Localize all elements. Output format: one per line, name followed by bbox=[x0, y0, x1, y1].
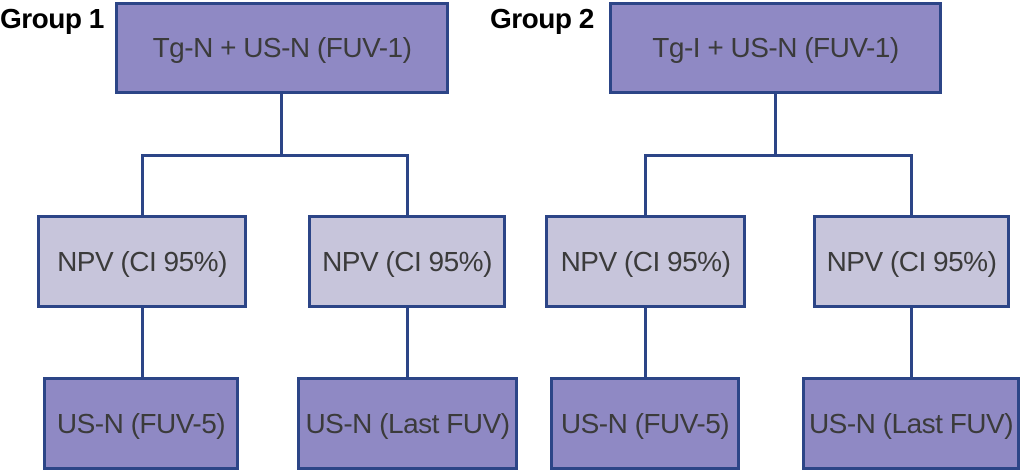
group-1-npv-right-box: NPV (CI 95%) bbox=[308, 215, 506, 308]
group-2-root-box: Tg-I + US-N (FUV-1) bbox=[609, 2, 942, 94]
group-2-root-stem-line bbox=[774, 94, 777, 155]
group-2-left-drop-line bbox=[644, 154, 647, 216]
group-1-right-leaf-line bbox=[406, 307, 409, 378]
group-1-left-drop-line bbox=[141, 154, 144, 216]
group-2-branch-line bbox=[644, 154, 913, 157]
group-2-outcome-left-box: US-N (FUV-5) bbox=[550, 377, 740, 470]
group-1-left-leaf-line bbox=[141, 307, 144, 378]
group-1-npv-left-box: NPV (CI 95%) bbox=[37, 215, 247, 308]
group-1-right-drop-line bbox=[406, 154, 409, 216]
group-2-npv-right-box: NPV (CI 95%) bbox=[813, 215, 1010, 308]
group-2-right-leaf-line bbox=[910, 307, 913, 378]
group-1-outcome-right-box: US-N (Last FUV) bbox=[297, 377, 518, 470]
group-2-outcome-right-box: US-N (Last FUV) bbox=[802, 377, 1020, 470]
group-1-outcome-left-box: US-N (FUV-5) bbox=[43, 377, 239, 470]
group-2-left-leaf-line bbox=[644, 307, 647, 378]
group-1-label: Group 1 bbox=[0, 3, 104, 34]
group-1-root-stem-line bbox=[280, 94, 283, 155]
group-2-right-drop-line bbox=[910, 154, 913, 216]
group-1-branch-line bbox=[141, 154, 409, 157]
group-1-root-box: Tg-N + US-N (FUV-1) bbox=[115, 2, 449, 94]
group-2-npv-left-box: NPV (CI 95%) bbox=[545, 215, 746, 308]
group-2-label: Group 2 bbox=[490, 3, 594, 34]
